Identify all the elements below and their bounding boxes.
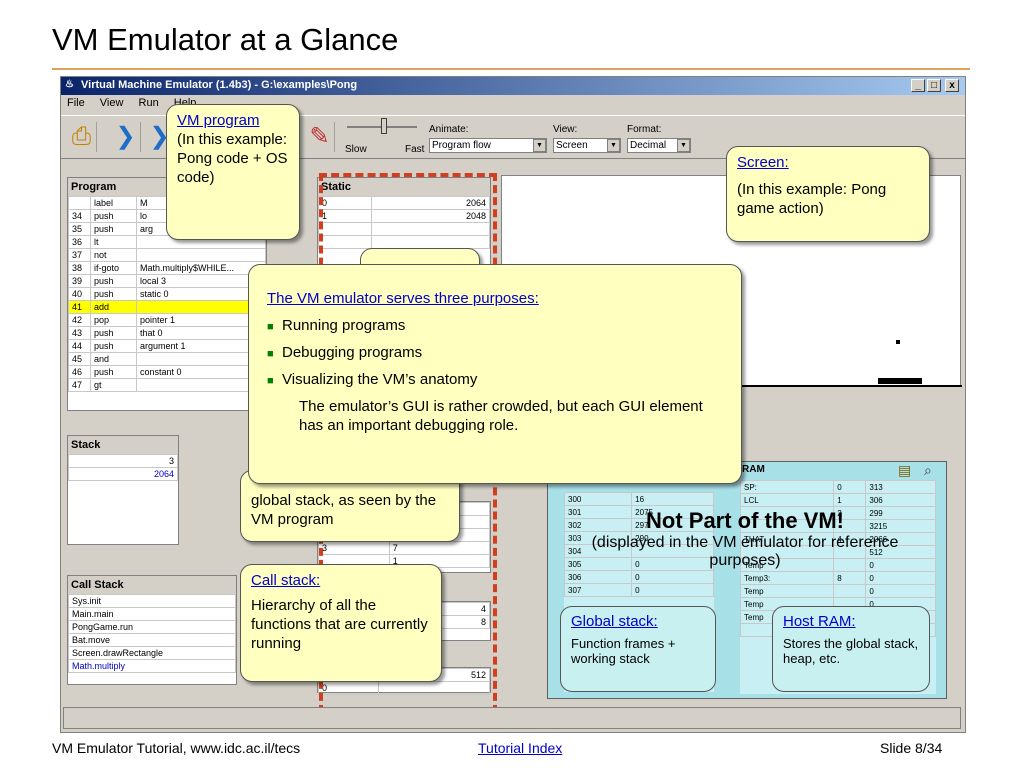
purpose-item: ■ Visualizing the VM’s anatomy: [267, 371, 478, 388]
footer-text: VM Emulator Tutorial, www.idc.ac.il/tecs: [52, 740, 301, 756]
search-icon[interactable]: ⌕: [924, 462, 932, 478]
host-ram-callout: Host RAM: Stores the global stack, heap,…: [772, 606, 930, 692]
call-stack-title: Call Stack: [68, 576, 236, 594]
tutorial-index-link[interactable]: Tutorial Index: [478, 740, 563, 756]
animate-select[interactable]: Program flow: [429, 138, 547, 153]
menu-file[interactable]: File: [67, 97, 85, 109]
call-stack-callout: Call stack: Hierarchy of all the functio…: [240, 564, 442, 682]
slide-title: VM Emulator at a Glance: [52, 22, 399, 57]
stack-panel: Stack 3 2064: [67, 435, 179, 545]
slide-number: Slide 8/34: [880, 740, 943, 756]
view-select[interactable]: Screen: [553, 138, 621, 153]
menu-view[interactable]: View: [99, 97, 124, 109]
load-program-icon[interactable]: ⎙: [67, 122, 97, 152]
clipboard-icon[interactable]: ▤: [898, 462, 912, 478]
call-stack-row[interactable]: Screen.drawRectangle: [68, 646, 236, 660]
static-title: Static: [318, 178, 490, 196]
global-stack-callout: Global stack: Function frames + working …: [560, 606, 716, 692]
view-label: View:: [553, 124, 578, 135]
app-icon: ♨: [65, 79, 74, 90]
ram-row[interactable]: 512: [739, 545, 936, 559]
pong-ball: [896, 340, 900, 344]
call-stack-row[interactable]: Bat.move: [68, 633, 236, 647]
purposes-callout: The VM emulator serves three purposes: ■…: [248, 264, 742, 484]
toolbar: ⎙ ❯ ❯ ✎ Slow Fast Animate: Program flow …: [61, 115, 965, 159]
minimize-button[interactable]: _: [911, 79, 925, 92]
maximize-button[interactable]: □: [927, 79, 941, 92]
purpose-item: ■ Running programs: [267, 317, 406, 334]
call-stack-row[interactable]: Sys.init: [68, 594, 236, 608]
vm-program-callout: VM program (In this example: Pong code +…: [166, 104, 300, 240]
animate-label: Animate:: [429, 124, 469, 135]
call-stack-row[interactable]: Math.multiply: [68, 659, 236, 673]
ram-title: RAM: [742, 464, 765, 475]
format-select[interactable]: Decimal: [627, 138, 691, 153]
chevron-down-icon[interactable]: ▼: [607, 139, 620, 152]
purposes-note: The emulator’s GUI is rather crowded, bu…: [299, 398, 703, 434]
menu-run[interactable]: Run: [138, 97, 159, 109]
stack-table: 3 2064: [68, 454, 178, 481]
slow-label: Slow: [345, 144, 367, 155]
call-stack-row[interactable]: PongGame.run: [68, 620, 236, 634]
chevron-down-icon[interactable]: ▼: [533, 139, 546, 152]
window-titlebar[interactable]: ♨ Virtual Machine Emulator (1.4b3) - G:\…: [61, 77, 965, 95]
not-part-label: Not Part of the VM! (displayed in the VM…: [591, 508, 899, 569]
speed-slider-thumb[interactable]: [381, 118, 387, 134]
screen-callout: Screen: (In this example: Pong game acti…: [726, 146, 930, 242]
window-title: Virtual Machine Emulator (1.4b3) - G:\ex…: [81, 79, 358, 91]
pong-bat: [878, 378, 922, 384]
close-button[interactable]: x: [945, 79, 959, 92]
status-bar: [63, 707, 961, 729]
call-stack-row[interactable]: Main.main: [68, 607, 236, 621]
title-divider: [52, 68, 970, 70]
single-step-icon[interactable]: ❯: [111, 122, 141, 152]
format-label: Format:: [627, 124, 662, 135]
breakpoint-icon[interactable]: ✎: [305, 122, 335, 152]
fast-label: Fast: [405, 144, 425, 155]
purpose-item: ■ Debugging programs: [267, 344, 423, 361]
stack-title: Stack: [68, 436, 178, 454]
chevron-down-icon[interactable]: ▼: [677, 139, 690, 152]
